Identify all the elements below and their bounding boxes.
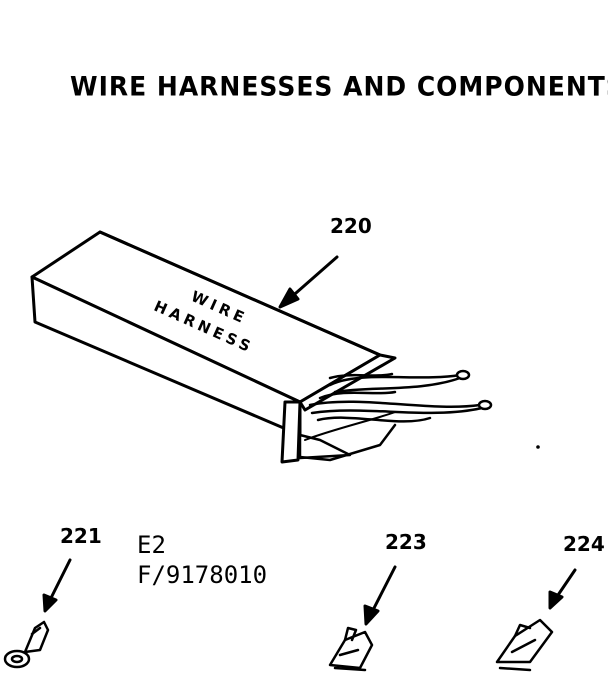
- arrow-223: [363, 565, 397, 626]
- terminal-224-icon: [495, 618, 554, 672]
- speck: [536, 445, 540, 449]
- diagram-title: WIRE HARNESSES AND COMPONENTS: [70, 71, 608, 102]
- callout-220: 220: [330, 214, 372, 238]
- terminal-221-icon: [3, 620, 50, 669]
- callout-224: 224: [563, 532, 605, 556]
- model-code-line2: F/9178010: [137, 561, 268, 589]
- arrow-224: [548, 568, 577, 610]
- model-code-line1: E2: [137, 531, 166, 559]
- arrow-220: [278, 255, 339, 309]
- arrow-221: [42, 558, 72, 613]
- callout-221: 221: [60, 524, 102, 548]
- terminal-223-icon: [328, 626, 374, 672]
- wire-harness-box: [30, 230, 397, 464]
- harness-wires: [308, 369, 493, 423]
- callout-223: 223: [385, 530, 427, 554]
